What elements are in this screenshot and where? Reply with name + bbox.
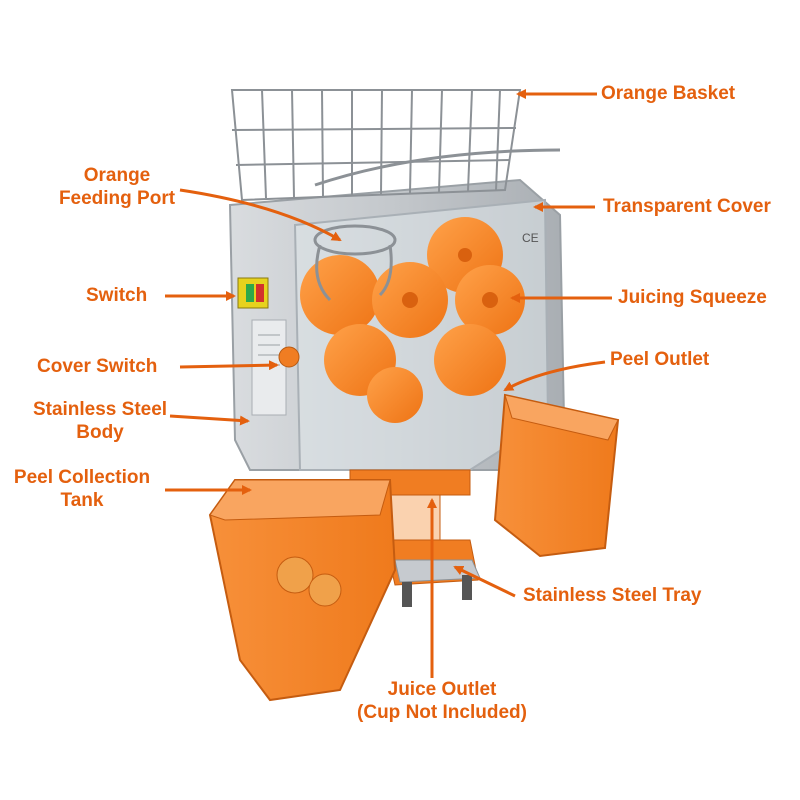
arrow-cover-switch bbox=[179, 360, 279, 371]
label-stainless-steel-body: Stainless Steel Body bbox=[32, 399, 168, 443]
arrow-peel-outlet bbox=[503, 360, 606, 392]
juicing-squeeze bbox=[300, 217, 525, 423]
arrow-steel-body bbox=[169, 414, 250, 426]
label-peel-collection-tank: Peel Collection Tank bbox=[13, 467, 151, 511]
cover-switch[interactable] bbox=[278, 346, 300, 368]
arrow-steel-tray bbox=[453, 565, 516, 598]
label-juicing-squeeze: Juicing Squeeze bbox=[618, 287, 767, 308]
label-switch: Switch bbox=[86, 285, 148, 306]
label-juice-outlet: Juice Outlet (Cup Not Included) bbox=[357, 679, 527, 723]
right-peel-tank bbox=[493, 393, 620, 558]
orange-feeding-port bbox=[313, 224, 397, 302]
label-transparent-cover: Transparent Cover bbox=[603, 196, 771, 217]
label-orange-basket: Orange Basket bbox=[601, 83, 736, 104]
label-cover-switch: Cover Switch bbox=[37, 356, 158, 377]
ce-mark: CE bbox=[522, 231, 539, 245]
label-stainless-steel-tray: Stainless Steel Tray bbox=[523, 585, 702, 606]
callout-arrows bbox=[165, 89, 612, 678]
left-peel-tank bbox=[208, 479, 397, 702]
arrow-feeding-port bbox=[179, 188, 342, 242]
orange-basket bbox=[230, 89, 561, 202]
label-orange-feeding-port: Orange Feeding Port bbox=[58, 165, 176, 209]
power-switch[interactable] bbox=[237, 277, 269, 309]
label-peel-outlet: Peel Outlet bbox=[610, 349, 710, 370]
